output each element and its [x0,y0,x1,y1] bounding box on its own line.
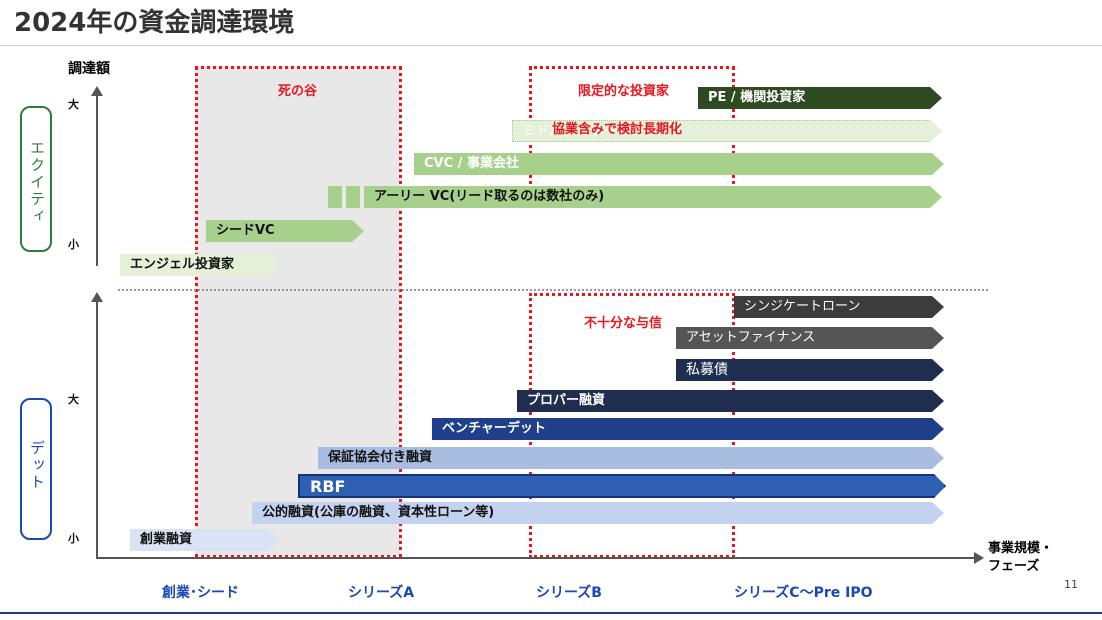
debt-axis [96,300,98,558]
equity-category-label: エクイティ [28,140,46,225]
debt-category-box: デット [20,398,52,540]
x-axis-label: 事業規模・ フェーズ [988,540,1053,576]
early-vc-tick-2 [346,186,360,208]
debt-big-label: 大 [68,393,79,406]
bar-private-bond: 私募債 [676,359,944,381]
x-axis-arrow-icon [974,552,984,564]
bar-seed-vc: シードVC [206,220,364,242]
bar-asset-finance: アセットファイナンス [676,327,944,349]
equity-big-label: 大 [68,98,79,111]
bar-pe: PE / 機関投資家 [698,87,942,109]
y-axis-label: 調達額 [68,61,110,77]
long-review-label: 協業含みで検討長期化 [552,122,683,137]
debt-small-label: 小 [68,532,79,545]
bar-guarantee-loan: 保証協会付き融資 [318,447,944,469]
x-axis [96,557,976,559]
limited-investors-label: 限定的な投資家 [578,84,670,99]
bar-public-loan: 公的融資(公庫の融資、資本性ローン等) [252,502,944,524]
page-number: 11 [1064,578,1078,591]
footer-line [0,612,1102,614]
phase-seed: 創業･シード [162,585,239,601]
bar-venture-debt: ベンチャーデット [432,418,944,440]
equity-small-label: 小 [68,238,79,251]
phase-series-b: シリーズB [536,585,602,601]
insufficient-credit-label: 不十分な与信 [584,316,663,331]
page-title: 2024年の資金調達環境 [14,8,295,38]
debt-axis-arrow-icon [91,292,103,302]
bar-proper-loan: プロパー融資 [517,390,944,412]
bar-startup-loan: 創業融資 [130,529,280,551]
equity-axis-arrow-icon [91,86,103,96]
bar-syndicate-loan: シンジケートローン [734,296,944,318]
bar-cvc: CVC / 事業会社 [414,153,944,175]
valley-label: 死の谷 [278,84,318,99]
bar-early-vc: アーリー VC(リード取るのは数社のみ) [364,186,942,208]
equity-axis [96,94,98,266]
early-vc-tick-1 [328,186,342,208]
phase-series-a: シリーズA [348,585,415,601]
debt-category-label: デット [28,440,46,491]
section-separator [118,289,988,291]
valley-box [195,66,402,558]
x-axis-label-line2: フェーズ [988,559,1040,574]
bar-middle-later-vc: ミドル/レイター VC [512,120,942,142]
equity-category-box: エクイティ [20,106,52,252]
phase-series-c: シリーズC～Pre IPO [734,585,873,601]
title-divider [0,45,1102,46]
bar-angel: エンジェル投資家 [120,254,280,276]
x-axis-label-line1: 事業規模・ [988,541,1054,556]
bar-rbf: RBF [298,474,946,498]
